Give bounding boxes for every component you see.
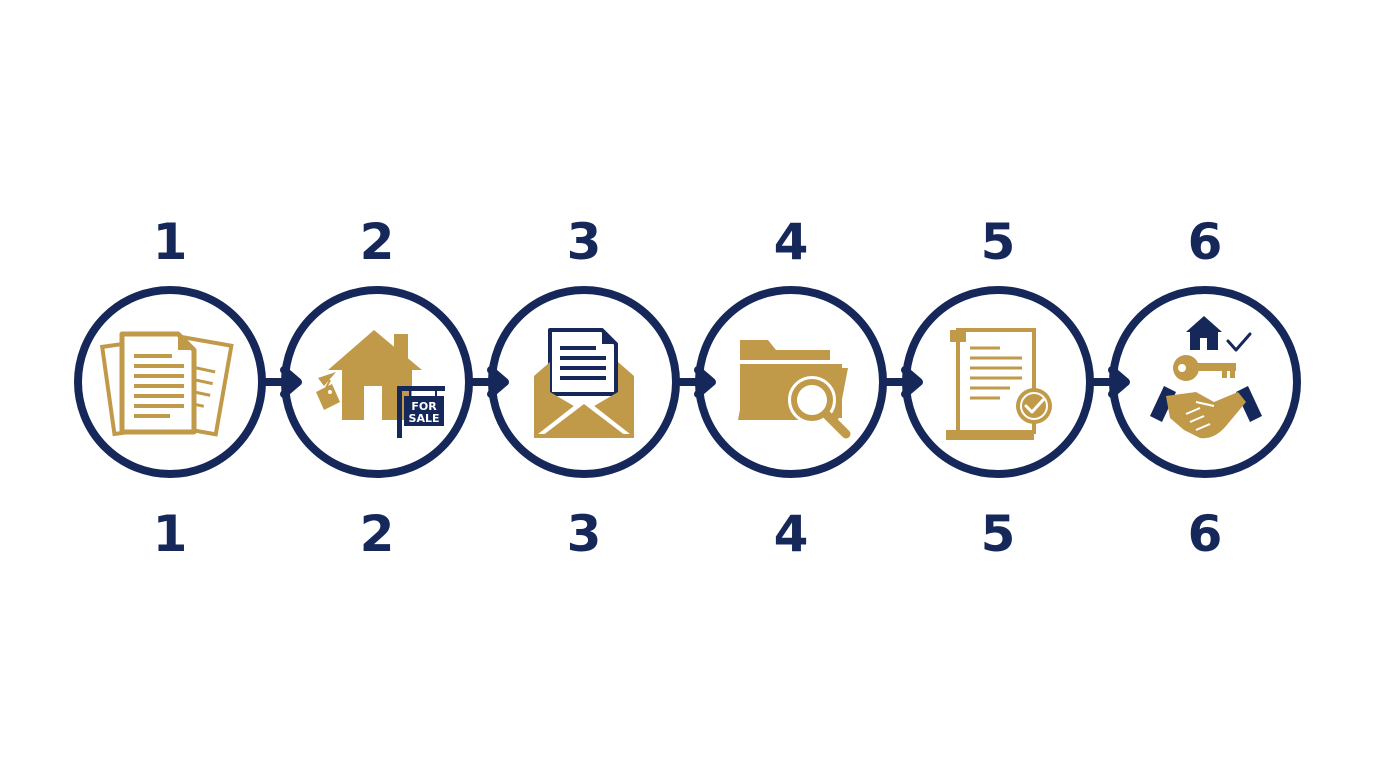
arrow-right-icon (1088, 366, 1130, 398)
step-1-number-bottom: 1 (152, 505, 188, 563)
sign-text-sale: SALE (409, 412, 440, 425)
folder-search-icon (738, 340, 851, 439)
house-for-sale-icon: FOR SALE (316, 330, 445, 438)
arrow-right-icon (881, 366, 923, 398)
step-2-number-bottom: 2 (359, 505, 395, 563)
handshake-keys-icon (1150, 316, 1262, 439)
step-3-number-top: 3 (566, 213, 602, 271)
step-4-number-top: 4 (773, 213, 809, 271)
envelope-letter-icon (534, 328, 634, 438)
step-6-number-top: 6 (1187, 213, 1223, 271)
arrow-right-icon (467, 366, 509, 398)
certified-scroll-icon (946, 328, 1052, 440)
documents-icon (99, 331, 234, 437)
step-6-number-bottom: 6 (1187, 505, 1223, 563)
step-3-number-bottom: 3 (566, 505, 602, 563)
step-5-number-top: 5 (980, 213, 1016, 271)
step-1-number-top: 1 (152, 213, 188, 271)
sign-text-for: FOR (411, 400, 437, 413)
step-2-number-top: 2 (359, 213, 395, 271)
step-5-number-bottom: 5 (980, 505, 1016, 563)
arrow-right-icon (260, 366, 302, 398)
arrow-right-icon (674, 366, 716, 398)
step-4-number-bottom: 4 (773, 505, 809, 563)
